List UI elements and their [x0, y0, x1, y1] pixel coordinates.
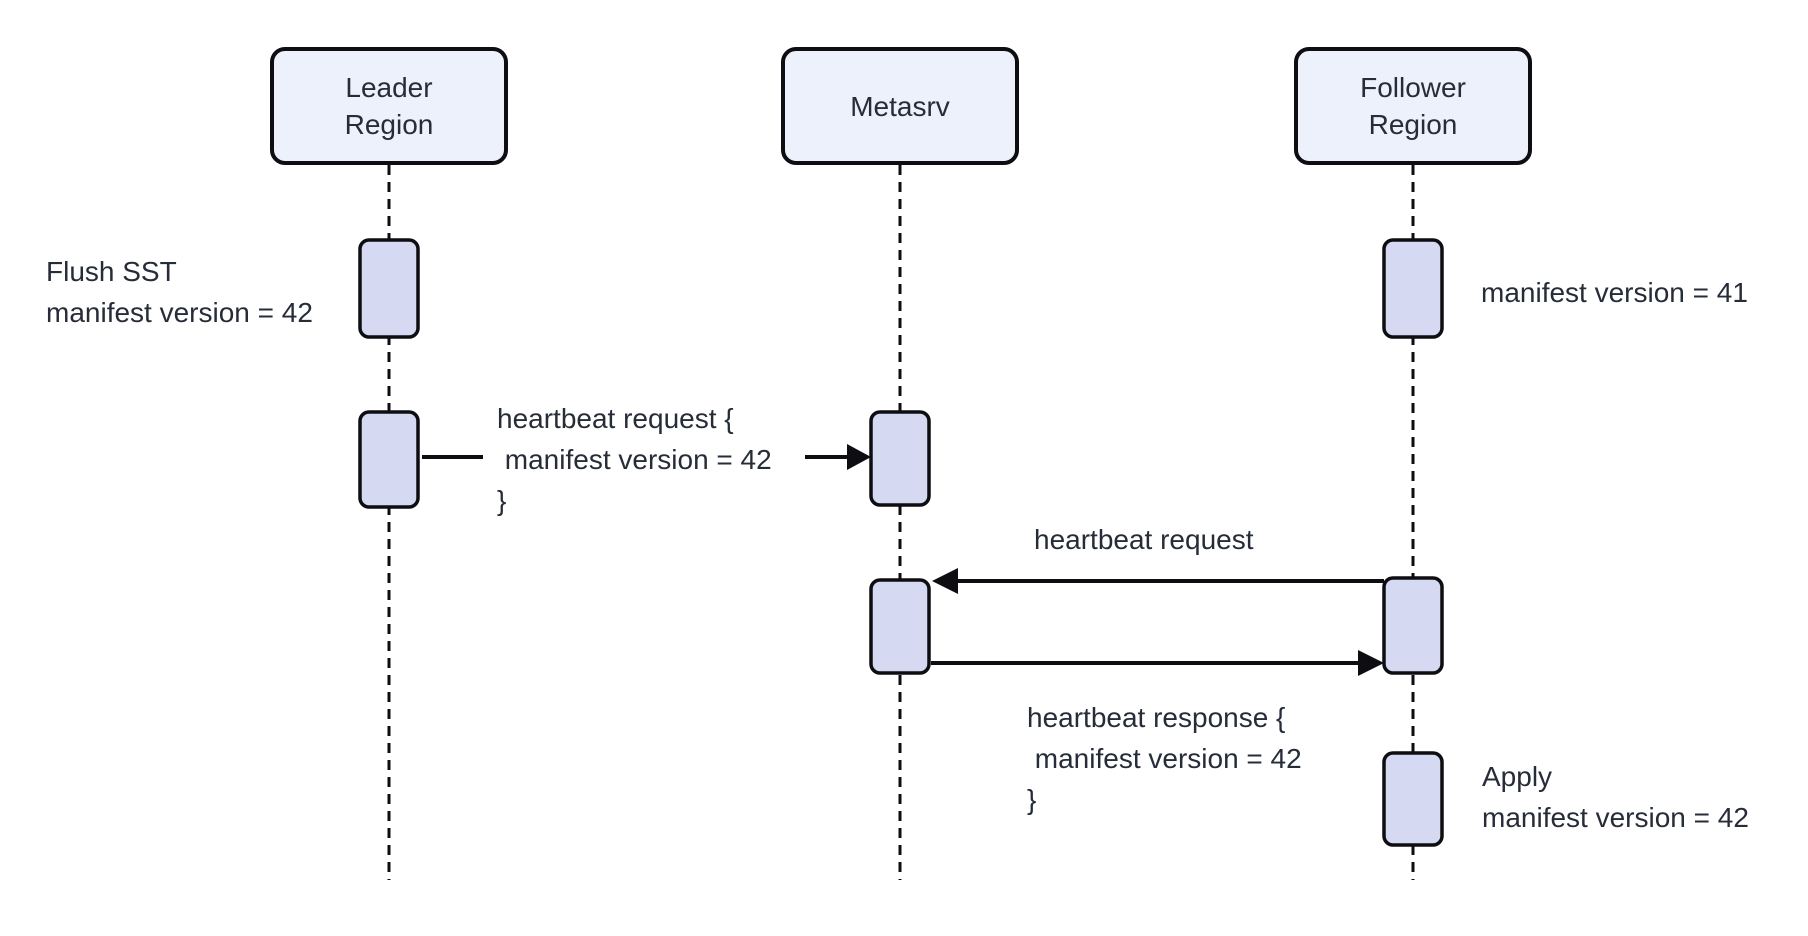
- activation-metasrv-heartbeat-leader: [869, 410, 931, 507]
- message-heartbeat-response-label: heartbeat response { manifest version = …: [1027, 702, 1302, 815]
- note-flush-sst: Flush SST manifest version = 42: [46, 256, 313, 328]
- participant-follower-region-label: Follower Region: [1360, 72, 1466, 140]
- activation-metasrv-heartbeat-follower: [869, 578, 931, 675]
- participant-leader-region-label: Leader Region: [344, 72, 434, 140]
- note-manifest-version-41: manifest version = 41: [1481, 277, 1748, 308]
- participant-leader-region: Leader Region: [270, 47, 508, 165]
- activation-leader-flush: [358, 238, 420, 339]
- arrowhead-heartbeat-response: [1358, 650, 1384, 676]
- activation-leader-heartbeat: [358, 410, 420, 509]
- message-heartbeat-request-follower-label: heartbeat request: [1034, 524, 1254, 555]
- activation-follower-manifest41: [1382, 238, 1444, 339]
- participant-metasrv-label: Metasrv: [850, 90, 950, 122]
- participant-follower-region: Follower Region: [1294, 47, 1532, 165]
- activation-follower-heartbeat: [1382, 576, 1444, 675]
- message-heartbeat-request-leader-label: heartbeat request { manifest version = 4…: [497, 403, 772, 516]
- participant-metasrv: Metasrv: [781, 47, 1019, 165]
- activation-follower-apply: [1382, 751, 1444, 847]
- arrowhead-heartbeat-request-leader: [847, 444, 871, 470]
- note-apply-manifest-42: Apply manifest version = 42: [1482, 761, 1749, 833]
- arrowhead-heartbeat-request-follower: [932, 568, 958, 594]
